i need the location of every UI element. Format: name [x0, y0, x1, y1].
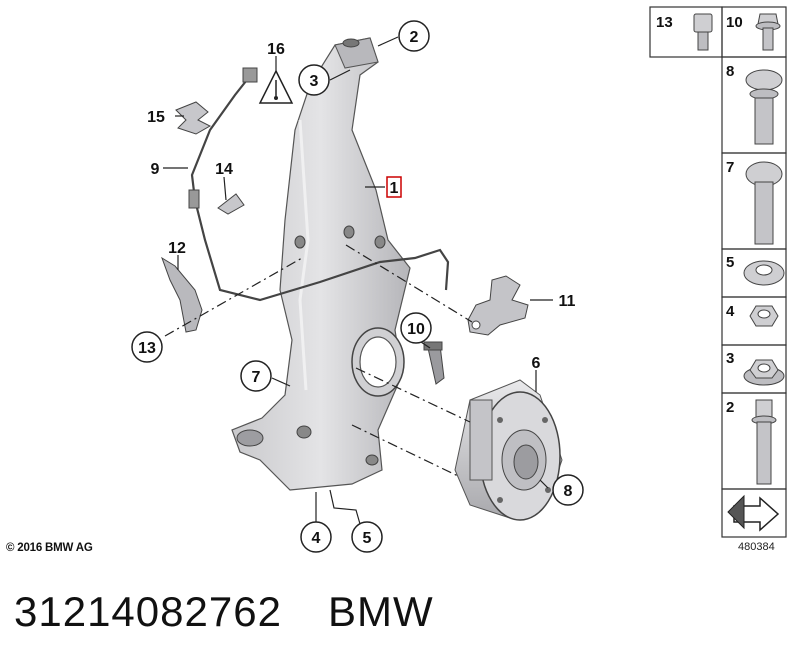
- fastener-legend: 13 10 8 7 5 4 3 2: [649, 6, 787, 538]
- callout-number: 9: [151, 161, 160, 178]
- callout-10: 10: [400, 312, 432, 344]
- legend-num-4: 4: [726, 303, 735, 320]
- callout-5: 5: [351, 521, 383, 553]
- callout-number: 14: [215, 161, 233, 178]
- callout-8: 8: [552, 474, 584, 506]
- callout-11: 11: [559, 293, 576, 310]
- callout-number: 15: [147, 109, 165, 126]
- legend-num-8: 8: [726, 63, 734, 80]
- bolt-13-drawing: [693, 13, 713, 51]
- nut-5-drawing: [743, 260, 785, 286]
- callout-number: 2: [410, 29, 419, 46]
- nut-4-drawing: [749, 305, 779, 327]
- callout-circle: [398, 20, 430, 52]
- legend-frame: [649, 6, 787, 538]
- legend-num-7: 7: [726, 159, 734, 176]
- callout-circle: [300, 521, 332, 553]
- legend-num-10: 10: [726, 14, 743, 31]
- callout-number: 13: [138, 340, 156, 357]
- callout-12: 12: [168, 240, 186, 257]
- callout-circle: [351, 521, 383, 553]
- clip-14: [217, 193, 245, 215]
- callout-circle: [240, 360, 272, 392]
- legend-num-13: 13: [656, 14, 673, 31]
- nut-3-drawing: [743, 359, 785, 386]
- callout-labels: 2 3 16 15 9 14 12 1 13 7 10 11 6 8 4 5: [131, 20, 584, 553]
- callout-number: 7: [252, 369, 261, 386]
- leader-lines: [163, 36, 553, 525]
- bolt-2-drawing: [751, 399, 777, 485]
- steering-knuckle: [231, 37, 411, 491]
- clip-15: [175, 101, 212, 135]
- callout-number: 12: [168, 240, 186, 257]
- callout-16: 16: [267, 41, 285, 58]
- callout-1: 1: [386, 176, 402, 198]
- warning-label-16: [258, 69, 294, 104]
- brand-name: BMW: [327, 588, 434, 635]
- callout-highlight-box: [386, 176, 402, 198]
- callout-number: 4: [312, 530, 321, 547]
- callout-9: 9: [151, 161, 160, 178]
- callout-number: 1: [390, 180, 399, 197]
- bolt-7-drawing: [745, 161, 783, 245]
- callout-15: 15: [147, 109, 165, 126]
- part-caption: 31214082762 BMW: [14, 588, 434, 636]
- next-page-arrow-icon[interactable]: [727, 494, 780, 532]
- legend-num-2: 2: [726, 399, 734, 416]
- callout-number: 8: [564, 483, 573, 500]
- callout-4: 4: [300, 521, 332, 553]
- callout-circle: [298, 64, 330, 96]
- callout-2: 2: [398, 20, 430, 52]
- callout-13: 13: [131, 331, 163, 363]
- speed-sensor: [423, 341, 445, 385]
- callout-number: 10: [407, 321, 425, 338]
- callout-3: 3: [298, 64, 330, 96]
- sensor-cable: [188, 67, 450, 302]
- bracket-11: [467, 275, 529, 336]
- copyright-notice: © 2016 BMW AG: [6, 542, 93, 554]
- bolt-10-drawing: [755, 13, 781, 51]
- callout-6: 6: [532, 355, 541, 372]
- callout-circle: [552, 474, 584, 506]
- wheel-hub: [454, 379, 563, 521]
- callout-circle: [131, 331, 163, 363]
- bolt-8-drawing: [745, 69, 783, 145]
- callout-number: 11: [559, 293, 576, 310]
- bracket-12: [161, 256, 203, 333]
- callout-number: 6: [532, 355, 541, 372]
- diagram-id: 480384: [738, 541, 775, 553]
- callout-number: 3: [310, 73, 319, 90]
- callout-number: 5: [363, 530, 372, 547]
- callout-circle: [400, 312, 432, 344]
- legend-num-3: 3: [726, 350, 734, 367]
- callout-number: 16: [267, 41, 285, 58]
- dash-dot-lines: [164, 244, 473, 477]
- legend-num-5: 5: [726, 254, 734, 271]
- part-number: 31214082762: [14, 588, 282, 635]
- callout-7: 7: [240, 360, 272, 392]
- callout-14: 14: [215, 161, 233, 178]
